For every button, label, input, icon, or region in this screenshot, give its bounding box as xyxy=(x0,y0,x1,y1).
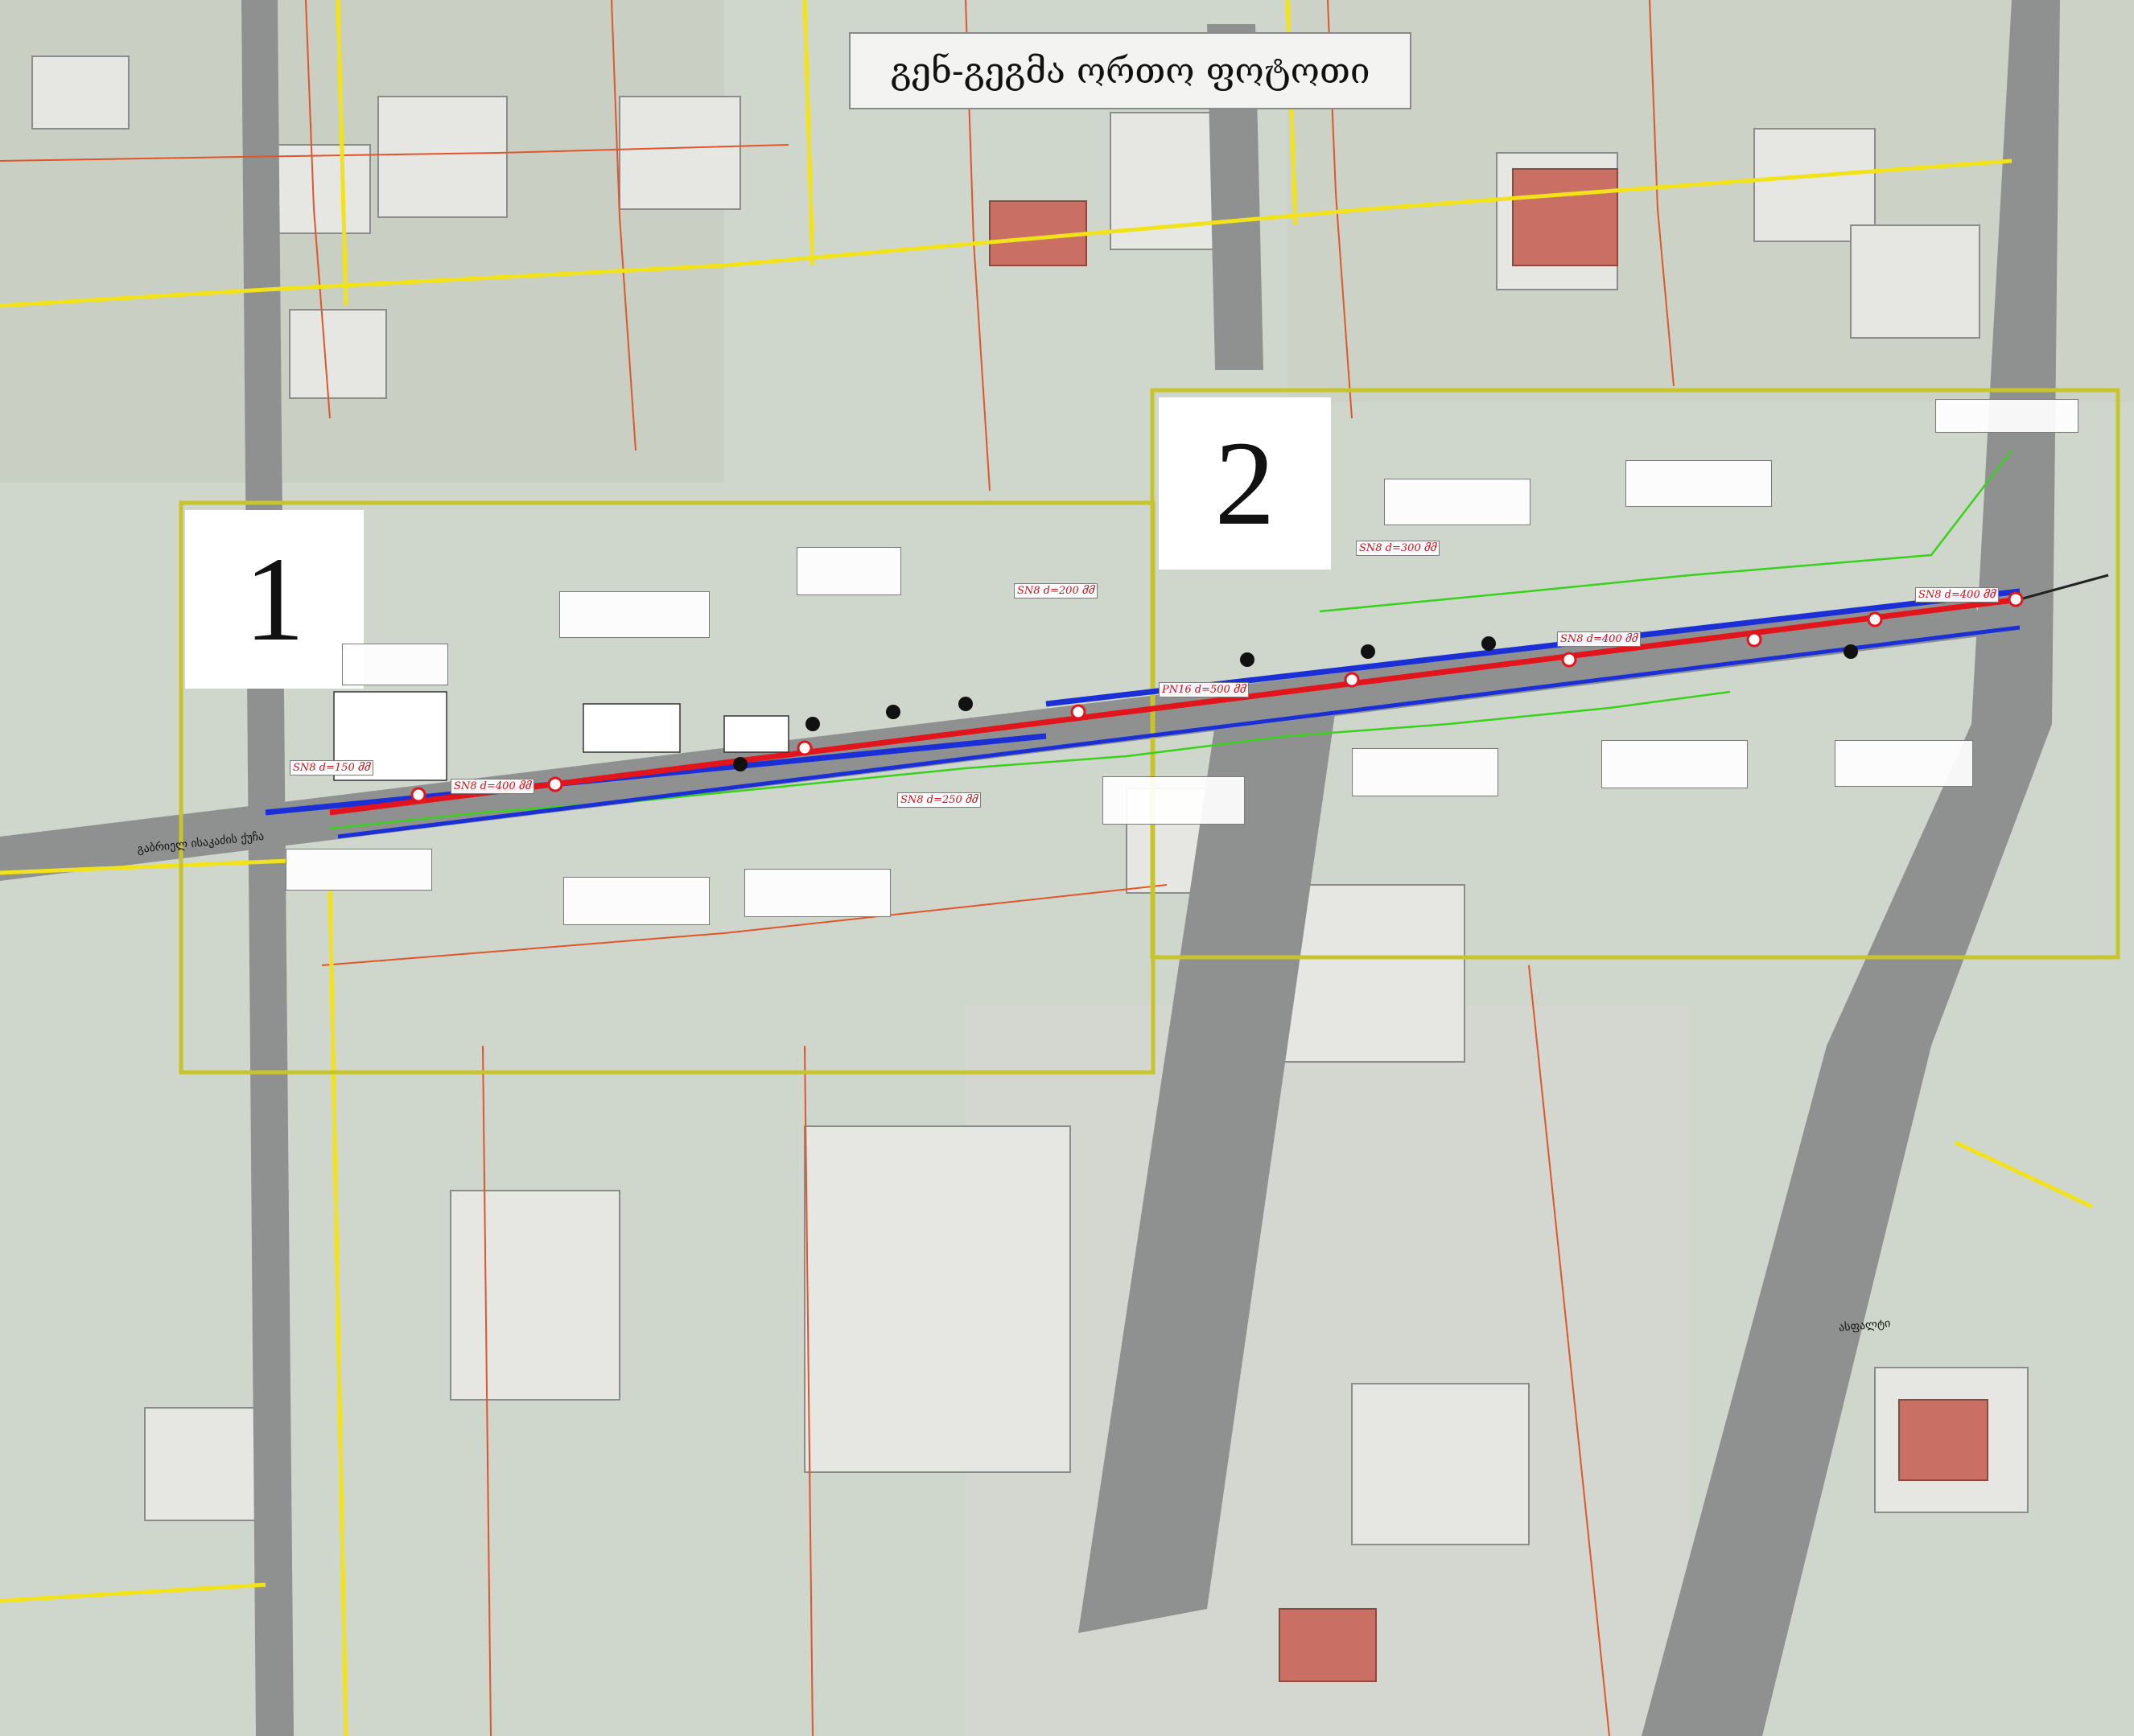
hatched-areas xyxy=(333,691,789,781)
pipe-label-sn8-250: SN8 d=250 მმ xyxy=(897,792,982,808)
plan-title: გენ-გეგმა ორთო ფოტოთი xyxy=(849,32,1411,109)
manhole-callout xyxy=(286,849,432,891)
manhole-callout xyxy=(563,877,710,925)
pipe-label-sn8-300: SN8 d=300 მმ xyxy=(1356,541,1440,556)
pipe-label-sn8-200: SN8 d=200 მმ xyxy=(1014,583,1098,599)
section-number-1: 1 xyxy=(185,510,364,689)
pipe-label-sn8-400-2: SN8 d=400 მმ xyxy=(1557,631,1642,647)
pipe-label-sn8-400: SN8 d=400 მმ xyxy=(451,779,535,794)
manhole-callout xyxy=(342,644,448,685)
manhole-callout xyxy=(1835,740,1973,787)
manholes xyxy=(410,591,2024,803)
manhole-callout xyxy=(797,547,901,595)
manhole-callout xyxy=(1352,748,1498,796)
red-roofs xyxy=(989,168,1988,1682)
section-number-2: 2 xyxy=(1159,397,1331,570)
pipe-label-sn8-400-3: SN8 d=400 მმ xyxy=(1915,587,2000,603)
manhole-callout xyxy=(1601,740,1748,788)
manhole-callout xyxy=(1102,776,1245,825)
trees xyxy=(733,636,1858,771)
green-boundary xyxy=(329,450,2012,830)
manhole-callout xyxy=(1625,460,1772,507)
manhole-callout xyxy=(559,591,710,638)
manhole-callout xyxy=(1384,479,1530,525)
pipe-label-sn8-150: SN8 d=150 მმ xyxy=(290,760,374,775)
manhole-callout xyxy=(1935,399,2078,433)
pipe-label-pn16-500: PN16 d=500 მმ xyxy=(1159,682,1250,697)
manhole-callout xyxy=(744,869,891,917)
